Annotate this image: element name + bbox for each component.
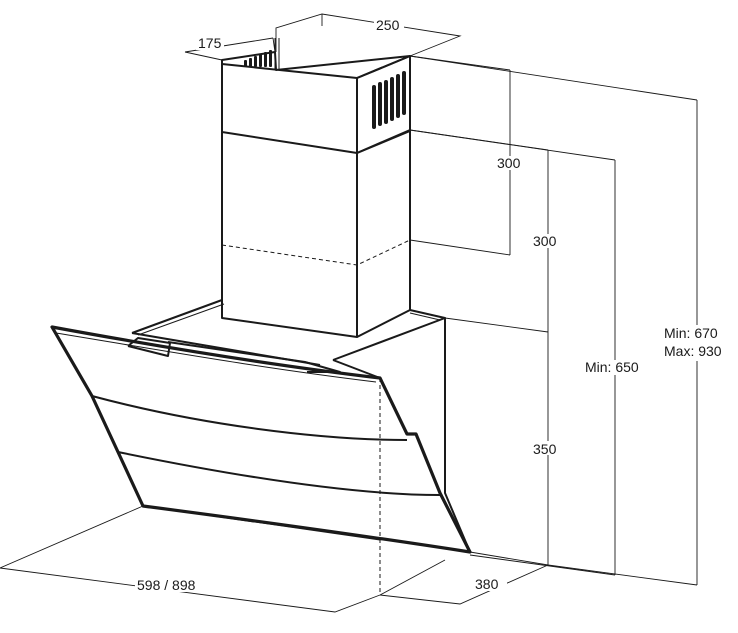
label-598-898: 598 / 898 <box>137 577 196 593</box>
label-lower-300: 300 <box>533 233 557 249</box>
glass-upper-seam <box>91 395 408 441</box>
chimney-overlap-line <box>221 239 411 266</box>
glass-lower-seam <box>117 451 441 496</box>
vent-grille-left <box>244 50 272 67</box>
label-380: 380 <box>475 576 499 592</box>
hood-top-plate <box>131 299 446 366</box>
dim-line-650 <box>409 129 616 576</box>
dim-line-width <box>0 505 381 613</box>
chimney-bracket <box>274 38 280 70</box>
hood-body <box>127 299 471 595</box>
chimney <box>221 38 411 338</box>
dim-line-upper-300 <box>409 55 511 256</box>
vent-grille-right <box>372 71 406 129</box>
dimension-lines <box>0 13 698 613</box>
upper-chimney-front <box>221 62 358 154</box>
glass-outline <box>50 325 472 554</box>
label-max-930: Max: 930 <box>664 343 722 359</box>
dimension-labels: 175 250 300 300 350 Min: 650 Min: 670 Ma… <box>135 17 730 593</box>
dim-line-670-930 <box>409 55 698 586</box>
label-350: 350 <box>533 441 557 457</box>
hood-side-edge <box>332 359 381 379</box>
label-175: 175 <box>198 35 222 51</box>
lower-chimney-front <box>221 132 358 338</box>
label-250: 250 <box>376 17 400 33</box>
lower-chimney-side <box>356 130 411 338</box>
label-upper-300: 300 <box>497 155 521 171</box>
dim-line-250 <box>275 13 462 57</box>
dim-line-300-350 <box>409 129 549 566</box>
dim-line-380 <box>379 559 549 605</box>
handle-rail <box>167 341 341 373</box>
glass-bottom-edge <box>142 505 381 541</box>
glass-panel <box>50 325 472 554</box>
hood-rear-body <box>444 318 471 553</box>
hood-top-edge <box>137 303 441 336</box>
label-min-650: Min: 650 <box>585 359 639 375</box>
glass-top-highlight <box>55 332 377 383</box>
label-min-670: Min: 670 <box>664 325 718 341</box>
